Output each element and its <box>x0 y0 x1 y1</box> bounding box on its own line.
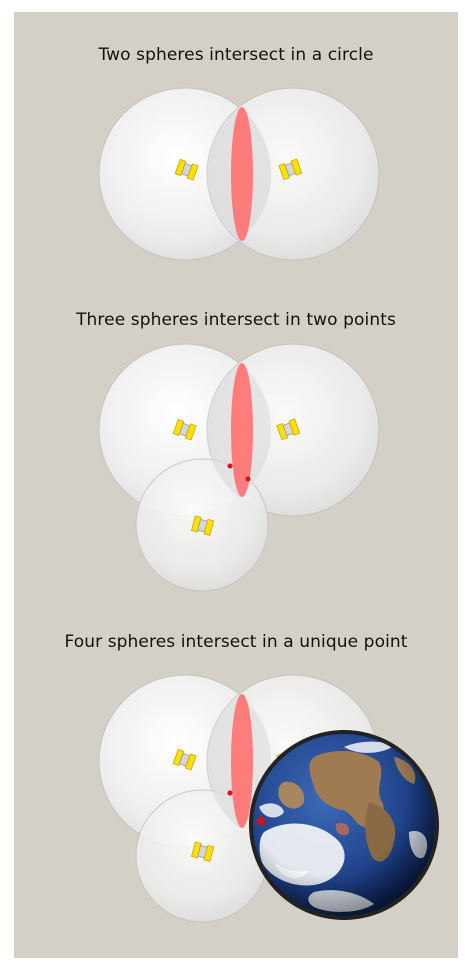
intersection-point <box>227 790 233 796</box>
unique-point-star <box>255 815 267 826</box>
diagram-panel: Two spheres intersect in a circle Three … <box>14 12 458 958</box>
intersection-point <box>245 476 251 482</box>
intersection-circle <box>231 694 253 828</box>
intersection-circle <box>231 107 253 241</box>
trilateration-figure <box>98 87 439 923</box>
intersection-circle <box>231 363 253 497</box>
intersection-point <box>227 463 233 469</box>
figure-two-spheres <box>98 87 380 261</box>
caption-four-spheres: Four spheres intersect in a unique point <box>64 632 408 652</box>
figure-four-spheres <box>98 674 439 923</box>
caption-three-spheres: Three spheres intersect in two points <box>76 310 396 330</box>
figure-three-spheres <box>98 343 380 592</box>
earth-globe <box>249 730 439 920</box>
caption-two-spheres: Two spheres intersect in a circle <box>98 45 374 65</box>
